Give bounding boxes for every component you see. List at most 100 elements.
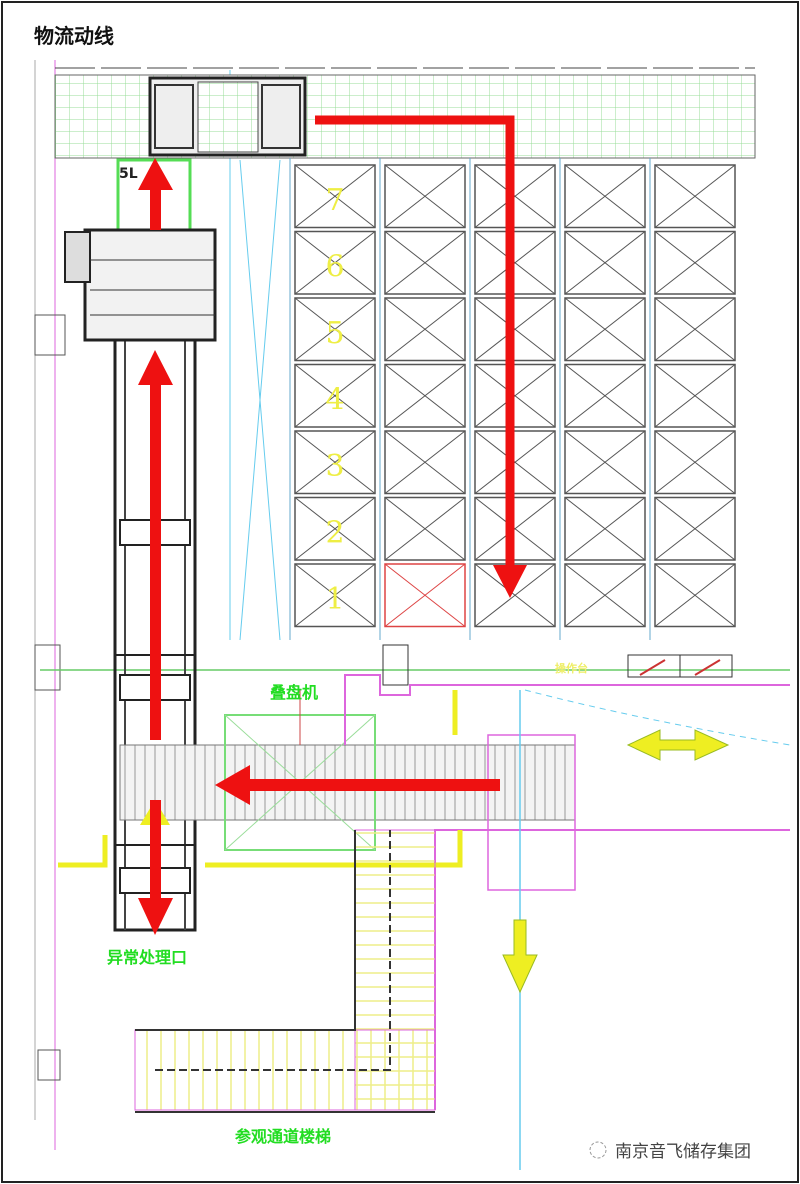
rack-cell [474, 164, 556, 229]
console-label: 操作台 [555, 661, 588, 675]
rack-cell-cross [384, 364, 466, 428]
column-block [382, 644, 409, 686]
rack-level-number: 5 [325, 316, 344, 351]
rack-cell [384, 297, 466, 362]
rack-cell-cross [474, 364, 556, 428]
rack-level-number: 1 [325, 582, 344, 617]
rack-level-number: 3 [325, 449, 344, 484]
cyan-guide [239, 159, 281, 641]
watermark: 南京音飞储存集团 [589, 1141, 751, 1162]
rack-cell-cross [564, 563, 646, 627]
rack-cell [294, 563, 376, 628]
rack-cell-cross [654, 430, 736, 494]
diagram-title: 物流动线 [34, 24, 114, 48]
flow-arrow-left [245, 779, 500, 791]
watermark-text: 南京音飞储存集团 [615, 1142, 751, 1162]
rack-cell [384, 164, 466, 229]
rack-cell-cross [384, 563, 466, 627]
flow-arrow-up [150, 380, 161, 740]
rack-cell-cross [564, 231, 646, 295]
rack-cell-cross [564, 364, 646, 428]
rack-cell-cross [294, 364, 376, 428]
down-yellow-arrow [502, 919, 538, 994]
rack-cell [294, 496, 376, 561]
rack-cell-highlighted [384, 563, 466, 628]
rack-cell [474, 230, 556, 295]
rack-level-number: 6 [325, 250, 344, 285]
flow-arrow-exception [150, 800, 161, 900]
rack-cell [654, 563, 736, 628]
rack-cell-cross [654, 497, 736, 561]
column-block [34, 644, 61, 691]
rack-cell [564, 297, 646, 362]
rack-cell [294, 230, 376, 295]
flow-arrow-lift [150, 185, 161, 230]
rack-cell [474, 496, 556, 561]
rack-cell-cross [564, 430, 646, 494]
rack-cell [564, 563, 646, 628]
column-block [34, 314, 66, 356]
rack-cell [474, 363, 556, 428]
rack-cell-cross [294, 497, 376, 561]
rack-cell [384, 363, 466, 428]
rack-cell [654, 363, 736, 428]
rack-cell-cross [294, 231, 376, 295]
double-yellow-arrow [626, 729, 730, 761]
rack-cell-cross [384, 430, 466, 494]
rack-cell [294, 297, 376, 362]
rack-cell-cross [384, 231, 466, 295]
lift-tag: 5L [119, 166, 138, 182]
rack-cell-cross [384, 497, 466, 561]
rack-cell-cross [654, 231, 736, 295]
rack-cell-cross [384, 164, 466, 228]
rack-cell-cross [654, 164, 736, 228]
rack-level-number: 4 [325, 383, 344, 418]
rack-cell [654, 430, 736, 495]
rack-cell [654, 164, 736, 229]
rack-cell [564, 363, 646, 428]
shuttle-car [148, 76, 307, 157]
rack-cell-cross [294, 164, 376, 228]
rack-cell-cross [474, 164, 556, 228]
visitor-stairs [134, 829, 436, 1113]
rack-cell-cross [294, 563, 376, 627]
rack-cell [474, 563, 556, 628]
rack-cell [564, 496, 646, 561]
rack-cell-cross [564, 497, 646, 561]
rack-cell [654, 496, 736, 561]
rack-cell [564, 230, 646, 295]
door [679, 654, 733, 678]
flow-arrow-top-down [315, 115, 515, 570]
rack-cell [294, 430, 376, 495]
arrowhead [493, 565, 527, 598]
rack-cell-cross [384, 297, 466, 361]
rack-cell [474, 430, 556, 495]
rack-cell-cross [564, 164, 646, 228]
pink-station [487, 734, 576, 891]
rack-cell-cross [294, 430, 376, 494]
rack-cell [294, 363, 376, 428]
flow-arrows [138, 115, 527, 935]
exception-port-label: 异常处理口 [107, 948, 187, 967]
rack-cell-cross [474, 297, 556, 361]
rack-cell [384, 430, 466, 495]
rack-cell-cross [474, 563, 556, 627]
rack-level-number: 7 [325, 183, 344, 218]
pink-wall [344, 674, 790, 745]
wechat-icon [589, 1141, 607, 1159]
rack-cell-cross [294, 297, 376, 361]
rack-cell [564, 430, 646, 495]
rack-cell-cross [564, 297, 646, 361]
rack-cell [564, 164, 646, 229]
rack-cell [384, 230, 466, 295]
rack-cell [384, 496, 466, 561]
rack-cell-cross [654, 563, 736, 627]
rack-cell [474, 297, 556, 362]
column-block [37, 1049, 61, 1081]
rack-cell-cross [474, 231, 556, 295]
rack-cell [654, 297, 736, 362]
